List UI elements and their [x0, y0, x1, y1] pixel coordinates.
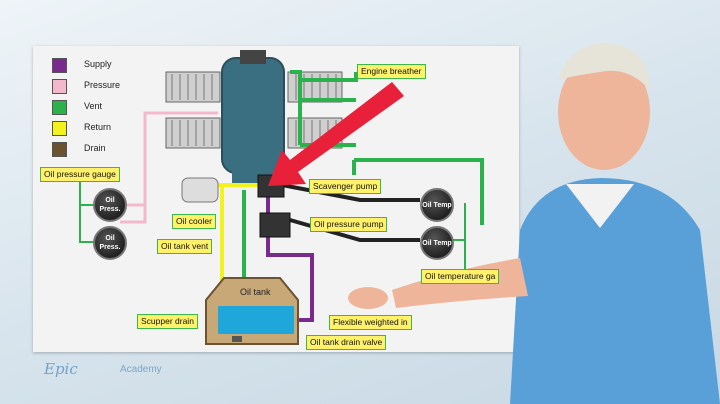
callout-oil-pressure-pump: Oil pressure pump [310, 217, 388, 232]
legend-label-vent: Vent [84, 101, 103, 111]
callout-engine-breather: Engine breather [357, 64, 426, 79]
pumps [257, 174, 291, 238]
callout-scupper-drain: Scupper drain [137, 314, 198, 329]
oil-tank [205, 277, 299, 345]
gauge-label: Oil Press. [99, 235, 121, 251]
engine [165, 50, 343, 185]
legend-swatch-return [52, 121, 67, 136]
callout-scavenger-pump: Scavenger pump [309, 179, 382, 194]
callout-oil-tank-vent: Oil tank vent [157, 239, 213, 254]
oil-pressure-gauge-1: Oil Press. [93, 188, 127, 222]
watermark-brand: Epic [44, 360, 78, 378]
oil-pressure-gauge-2: Oil Press. [93, 226, 127, 260]
oil-temp-gauge-2: Oil Temp [420, 226, 454, 260]
presenter [348, 43, 720, 404]
return-lines [218, 183, 258, 290]
gauge-label: Oil Temp [422, 239, 452, 247]
callout-flexible-weighted: Flexible weighted in [329, 315, 412, 330]
legend-label-drain: Drain [84, 143, 106, 153]
callout-oil-cooler: Oil cooler [172, 214, 216, 229]
legend-swatch-drain [52, 142, 67, 157]
callout-oil-temperature-gauge: Oil temperature ga [421, 269, 500, 284]
gauge-label: Oil Press. [99, 197, 121, 213]
oil-tank-label: Oil tank [240, 287, 271, 297]
callout-oil-pressure-gauge: Oil pressure gauge [40, 167, 120, 182]
oil-temp-gauge-1: Oil Temp [420, 188, 454, 222]
gauge-label: Oil Temp [422, 201, 452, 209]
callout-oil-tank-drain-valve: Oil tank drain valve [306, 335, 387, 350]
watermark-academy: Academy [120, 364, 162, 375]
red-arrow [268, 82, 404, 186]
legend-label-return: Return [84, 122, 112, 132]
oil-cooler [181, 177, 219, 203]
legend-swatch-supply [52, 58, 67, 73]
legend-label-pressure: Pressure [84, 80, 121, 90]
legend-swatch-pressure [52, 79, 67, 94]
legend-label-supply: Supply [84, 59, 112, 69]
vent-lines [242, 70, 484, 290]
legend-swatch-vent [52, 100, 67, 115]
